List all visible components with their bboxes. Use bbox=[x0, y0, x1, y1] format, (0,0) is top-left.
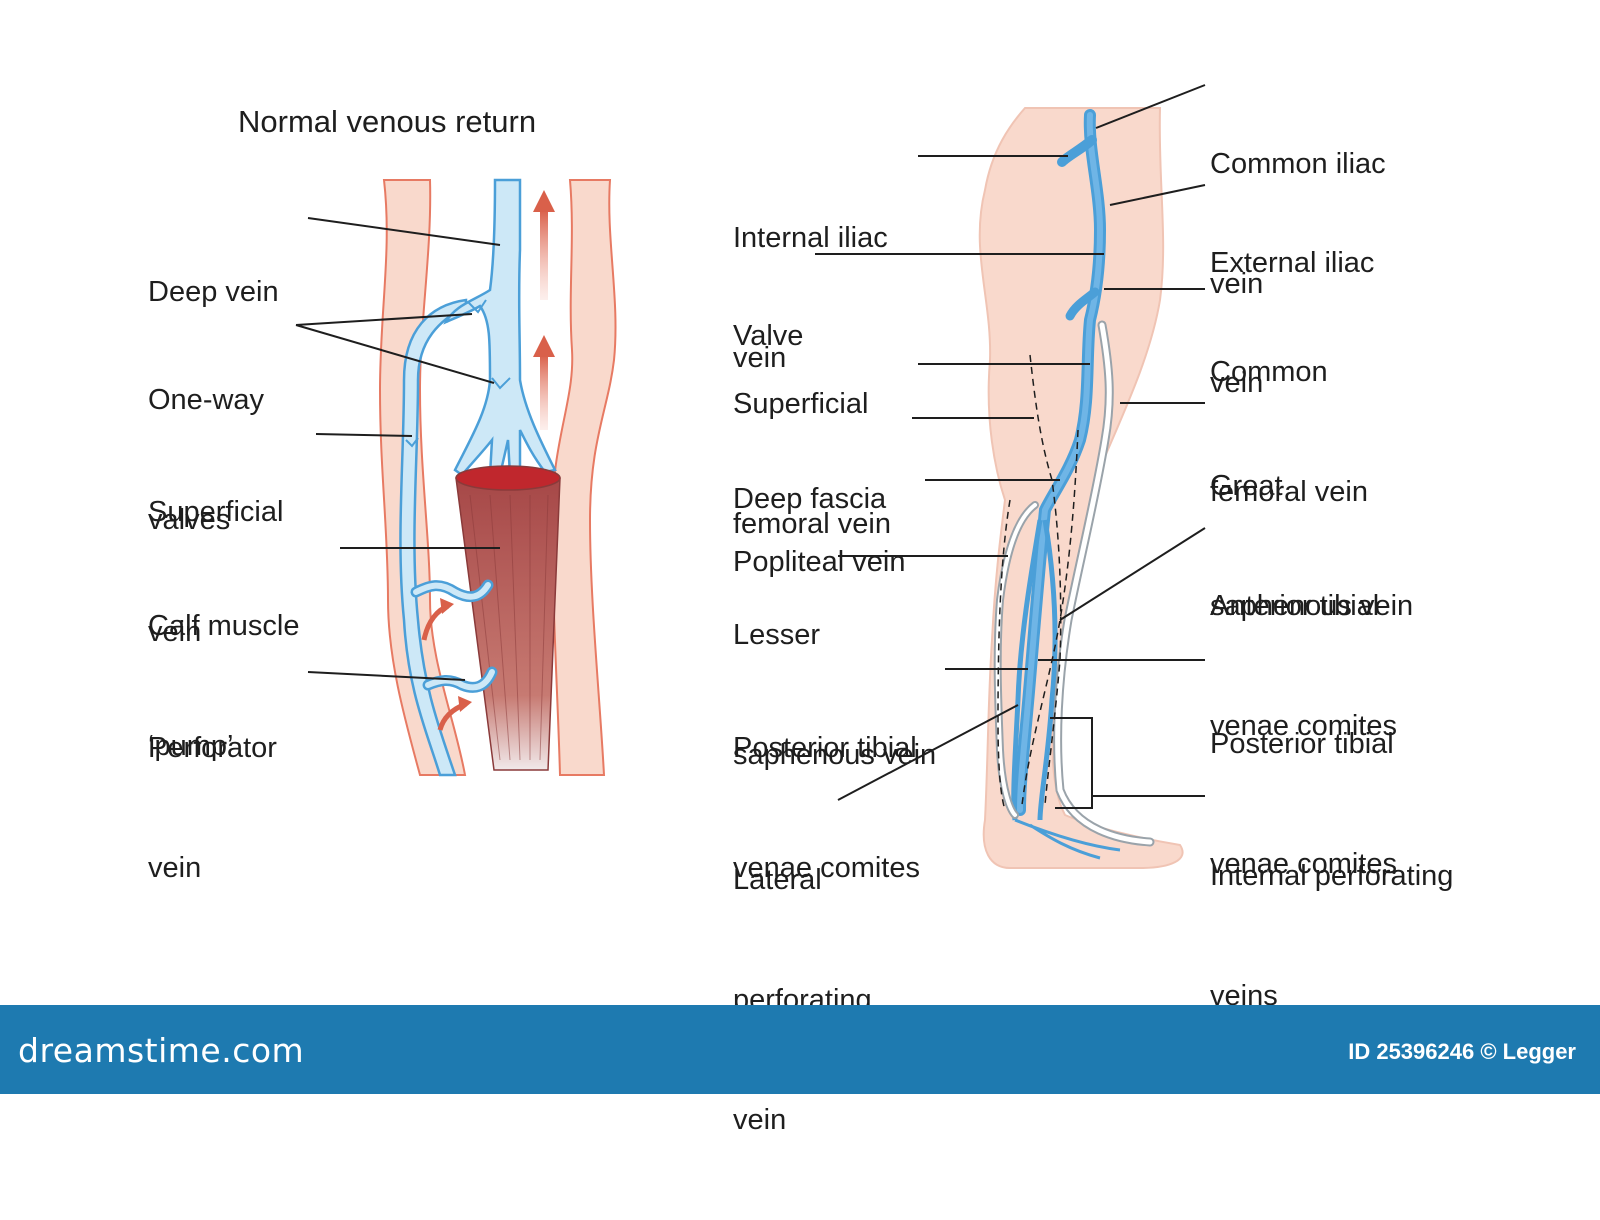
label-perforator-vein: Perforator vein bbox=[148, 732, 277, 884]
label-calf-muscle: Calf muscle ‘pump’ bbox=[148, 610, 300, 762]
valve-mark-2 bbox=[491, 377, 511, 390]
leader-perforator bbox=[307, 671, 466, 681]
leader-common-iliac bbox=[1095, 84, 1206, 129]
leader-valves-1 bbox=[295, 313, 473, 326]
deep-vein-trunk-inner bbox=[1017, 112, 1104, 813]
label-posterior-tibial-right: Posterior tibial venae comites bbox=[1210, 728, 1397, 880]
anterior-tibial-vein bbox=[1037, 519, 1058, 821]
label-posterior-tibial-left: Posterior tibial venae comites bbox=[733, 732, 920, 884]
label-deep-vein: Deep vein bbox=[148, 276, 279, 308]
deep-vein-shape bbox=[443, 178, 557, 477]
internal-iliac-branch bbox=[1057, 135, 1097, 167]
site-logo[interactable]: dreamstime.com bbox=[18, 1031, 305, 1070]
calf-muscle-top bbox=[455, 465, 561, 491]
leader-valves-2 bbox=[295, 324, 495, 384]
skin-band-left bbox=[378, 179, 467, 776]
label-popliteal-vein: Popliteal vein bbox=[733, 546, 906, 578]
label-one-way-valves: One-way valves bbox=[148, 384, 265, 536]
leader-lateral-perforating bbox=[837, 704, 1019, 801]
diagram-art bbox=[295, 84, 1206, 869]
deep-femoral-branch bbox=[1065, 287, 1100, 321]
label-internal-iliac-vein: Internal iliac vein bbox=[733, 222, 888, 374]
leg-diagram bbox=[815, 84, 1206, 869]
foot-veins bbox=[1014, 818, 1121, 860]
label-superficial-vein: Superficial vein bbox=[148, 496, 284, 648]
left-cross-section bbox=[295, 178, 617, 777]
great-saphenous-vein-inner bbox=[1055, 322, 1153, 845]
label-valve: Valve bbox=[733, 320, 804, 352]
perforator-arrow-2-head bbox=[458, 696, 472, 712]
label-lateral-perforating-vein: Lateral perforating vein bbox=[733, 864, 872, 1136]
label-anterior-tibial-venae-comites: Anterior tibial venae comites bbox=[1210, 590, 1397, 742]
label-deep-fascia: Deep fascia bbox=[733, 483, 887, 515]
lesser-saphenous-vein-inner bbox=[995, 503, 1037, 817]
leader-external-iliac bbox=[1109, 184, 1206, 206]
perforating-bracket bbox=[1050, 717, 1093, 809]
label-lesser-saphenous-vein: Lesser saphenous vein bbox=[733, 619, 937, 771]
illustration: Normal venous return Deep vein One-way v… bbox=[148, 84, 1453, 1136]
muscle-fibers bbox=[469, 494, 549, 761]
leg-silhouette bbox=[978, 107, 1184, 869]
leader-anterior-tibial bbox=[1059, 527, 1206, 621]
left-panel-title: Normal venous return bbox=[238, 104, 537, 139]
leader-deep-vein bbox=[307, 217, 501, 246]
skin-band-right bbox=[550, 179, 617, 776]
leader-superficial bbox=[315, 433, 413, 437]
flow-arrow-upper bbox=[533, 190, 555, 300]
perforator-vein-2-inner bbox=[425, 669, 495, 691]
flow-arrow-lower bbox=[533, 335, 555, 430]
label-common-iliac-vein: Common iliac vein bbox=[1210, 148, 1386, 300]
image-credit: ID 25396246 © Legger bbox=[1348, 1039, 1576, 1064]
label-superficial-femoral-vein: Superficial femoral vein bbox=[733, 388, 891, 540]
valve-mark-3 bbox=[405, 437, 419, 448]
deep-fascia-line-3 bbox=[997, 499, 1011, 811]
perforator-vein-1-inner bbox=[413, 582, 491, 600]
deep-fascia-line-2 bbox=[1021, 429, 1079, 806]
deep-fascia-line-1 bbox=[1029, 354, 1062, 806]
label-external-iliac-vein: External iliac vein bbox=[1210, 247, 1375, 399]
posterior-tibial-vein bbox=[1011, 519, 1043, 821]
footer-bar: dreamstime.com ID 25396246 © Legger bbox=[0, 1005, 1600, 1094]
superficial-vein-shape bbox=[399, 298, 468, 777]
label-great-saphenous-vein: Great saphenous vein bbox=[1210, 470, 1414, 622]
label-common-femoral-vein: Common femoral vein bbox=[1210, 356, 1368, 508]
valve-mark-1 bbox=[467, 299, 487, 314]
perforator-arrow-1-head bbox=[440, 598, 454, 614]
